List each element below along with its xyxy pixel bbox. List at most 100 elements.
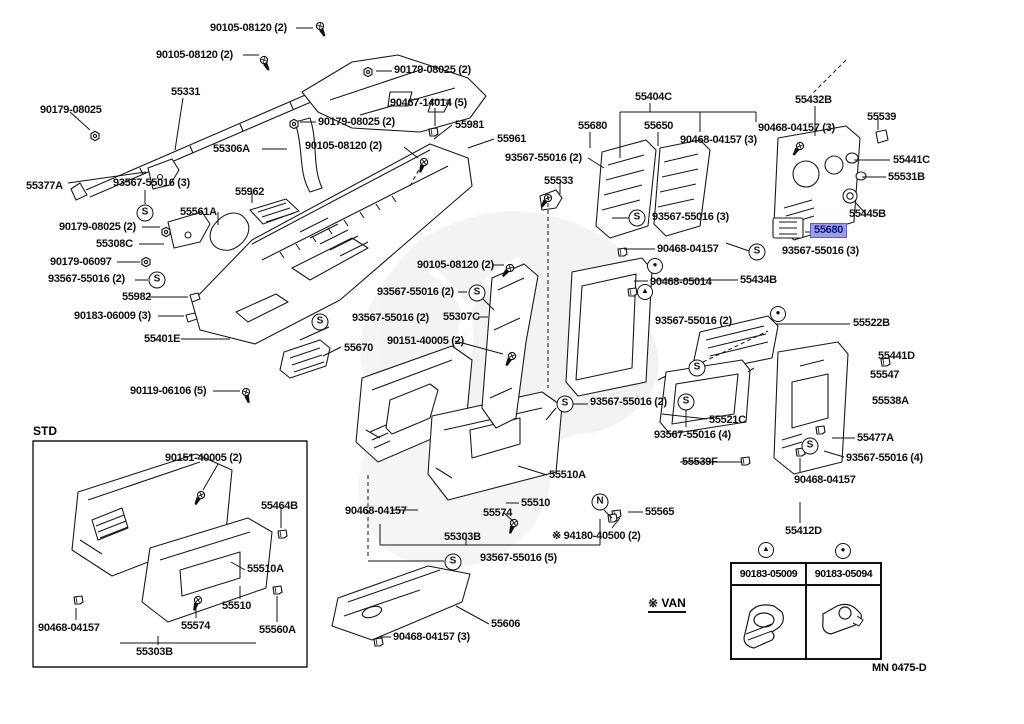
part-label[interactable]: 55412D [785, 525, 822, 537]
screw-callout-icon: S [628, 209, 646, 227]
part-label[interactable]: 55303B [136, 646, 173, 658]
part-label[interactable]: 90179-08025 [40, 104, 102, 116]
part-label[interactable]: 90468-04157 (3) [758, 122, 835, 134]
part-label[interactable]: 55510 [222, 600, 252, 612]
part-label[interactable]: 55574 [181, 620, 211, 632]
part-label[interactable]: 93567-55016 (3) [652, 211, 729, 223]
part-label[interactable]: 90468-04157 [794, 474, 856, 486]
part-label[interactable]: 90468-05014 [650, 276, 712, 288]
part-label[interactable]: 90468-04157 [657, 243, 719, 255]
part-label[interactable]: 90183-05009 [732, 564, 805, 586]
part-label[interactable]: 93567-55016 (2) [655, 315, 732, 327]
part-label[interactable]: 55539F [682, 456, 718, 468]
part-label[interactable]: 55307C [443, 311, 480, 323]
nut-callout-icon: N [591, 493, 609, 511]
part-label[interactable]: 55650 [644, 120, 674, 132]
part-label[interactable]: 90105-08120 (2) [305, 140, 382, 152]
part-label[interactable]: 55434B [740, 274, 777, 286]
part-label[interactable]: 93567-55016 (2) [48, 273, 125, 285]
leader-lines [67, 27, 890, 645]
part-label[interactable]: 55680 [578, 120, 608, 132]
part-label[interactable]: 55464B [261, 500, 298, 512]
part-label[interactable]: ※ 94180-40500 (2) [552, 530, 641, 542]
part-label[interactable]: 90468-04157 [38, 622, 100, 634]
part-label[interactable]: 55445B [849, 208, 886, 220]
part-label[interactable]: 55531B [888, 171, 925, 183]
part-label[interactable]: 55560A [259, 624, 296, 636]
part-label[interactable]: 55961 [497, 133, 527, 145]
part-label[interactable]: 55982 [122, 291, 152, 303]
part-label[interactable]: 55331 [171, 86, 201, 98]
part-label[interactable]: 90119-06106 (5) [130, 385, 207, 397]
part-label[interactable]: 55377A [26, 180, 63, 192]
screw-callout-icon: S [148, 271, 166, 289]
part-label[interactable]: 55981 [455, 119, 485, 131]
part-label[interactable]: 55539 [867, 111, 897, 123]
van-table-column: 90183-05009 [732, 564, 805, 658]
part-label[interactable]: 55962 [235, 186, 265, 198]
part-label[interactable]: 90179-08025 (2) [394, 64, 471, 76]
part-label[interactable]: 55522B [853, 317, 890, 329]
part-label[interactable]: 93567-55016 (2) [590, 396, 667, 408]
part-label[interactable]: 55510A [549, 469, 586, 481]
van-clip-table: 90183-05009 90183-05094 [730, 562, 882, 660]
part-label[interactable]: 55510 [521, 497, 551, 509]
part-label[interactable]: 90468-04157 (3) [393, 631, 470, 643]
part-label[interactable]: 55432B [795, 94, 832, 106]
screw-callout-icon: S [801, 437, 819, 455]
part-label[interactable]: 55510A [247, 563, 284, 575]
part-label[interactable]: 90105-08120 (2) [210, 22, 287, 34]
clip-art-90183-05094 [807, 586, 880, 658]
part-label[interactable]: 55561A [180, 206, 217, 218]
screw-callout-icon: S [468, 284, 486, 302]
part-label[interactable]: 90183-06009 (3) [74, 310, 151, 322]
part-label[interactable]: 55606 [491, 618, 521, 630]
part-label[interactable]: 55547 [870, 369, 900, 381]
part-label[interactable]: 90179-08025 (2) [59, 221, 136, 233]
part-label[interactable]: 55533 [544, 175, 574, 187]
part-label[interactable]: 90151-40005 (2) [165, 452, 242, 464]
part-label[interactable]: 90468-04157 (3) [680, 134, 757, 146]
part-label[interactable]: 93567-55016 (2) [377, 286, 454, 298]
part-label[interactable]: 90105-08120 (2) [156, 49, 233, 61]
screw-callout-icon: S [688, 359, 706, 377]
part-label[interactable]: 93567-55016 (3) [782, 245, 859, 257]
part-label[interactable]: 93567-55016 (4) [654, 429, 731, 441]
diagram-ref-code: MN 0475-D [872, 662, 927, 674]
clip-art-90183-05009 [732, 586, 805, 658]
part-label[interactable]: 90467-14014 (5) [390, 97, 467, 109]
part-label[interactable]: 90468-04157 [345, 505, 407, 517]
part-label[interactable]: 55565 [645, 506, 675, 518]
part-label[interactable]: 55670 [344, 342, 374, 354]
part-label[interactable]: 55441C [893, 154, 930, 166]
van-variant-note: ※ VAN [648, 596, 686, 613]
part-label[interactable]: 93567-55016 (5) [480, 552, 557, 564]
dot-in-circle-icon: ● [647, 258, 663, 274]
part-label[interactable]: 55574 [483, 507, 513, 519]
part-label[interactable]: 55521C [709, 414, 746, 426]
part-label[interactable]: 55404C [635, 91, 672, 103]
part-label-selected[interactable]: 55680 [810, 223, 848, 238]
part-label[interactable]: 55401E [144, 333, 181, 345]
part-label[interactable]: 90151-40005 (2) [387, 335, 464, 347]
part-label[interactable]: 55308C [96, 238, 133, 250]
dot-in-circle-icon: ● [770, 306, 786, 322]
part-label[interactable]: 90179-08025 (2) [318, 116, 395, 128]
screw-callout-icon: S [556, 395, 574, 413]
dot-in-circle-icon: ● [835, 543, 851, 559]
part-label[interactable]: 93567-55016 (4) [846, 452, 923, 464]
part-label[interactable]: 55477A [857, 432, 894, 444]
part-label[interactable]: 93567-55016 (3) [113, 177, 190, 189]
part-label[interactable]: 55538A [872, 395, 909, 407]
part-label[interactable]: 93567-55016 (2) [352, 312, 429, 324]
part-label[interactable]: 93567-55016 (2) [505, 152, 582, 164]
triangle-in-circle-icon: ▲ [758, 542, 774, 558]
part-label[interactable]: 90105-08120 (2) [417, 259, 494, 271]
part-label[interactable]: 90179-06097 [50, 256, 112, 268]
part-label[interactable]: 90183-05094 [807, 564, 880, 586]
part-label[interactable]: 55303B [444, 531, 481, 543]
part-label[interactable]: 55306A [213, 143, 250, 155]
part-label[interactable]: 55441D [878, 350, 915, 362]
